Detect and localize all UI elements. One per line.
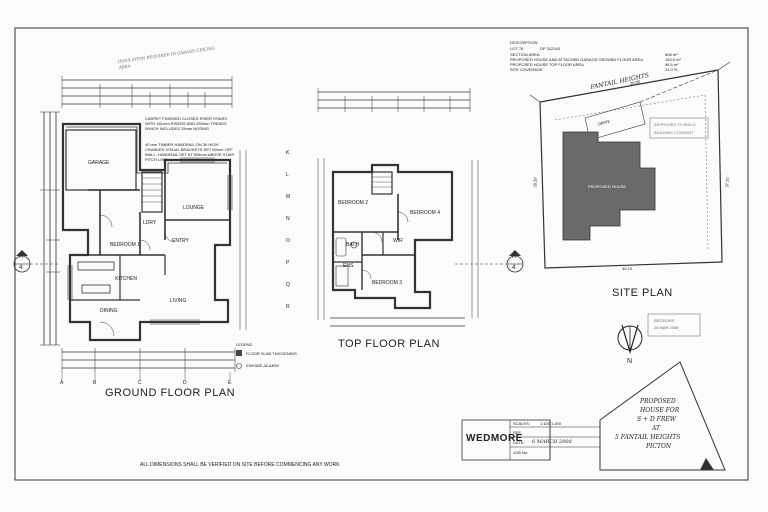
description-house-area: PROPOSED HOUSE AND ATTACHED GARAGE GROUN… [510, 57, 643, 62]
description-house-area-value: 154.0 m² [665, 57, 681, 62]
received-stamp-date: 26 MAR 2008 [654, 325, 679, 330]
received-stamp: RECEIVED [654, 318, 675, 323]
scales-value: 1:100 1:200 [540, 421, 562, 426]
description-lot: LOT 76 [510, 46, 524, 51]
scales-label: SCALES: [513, 421, 530, 426]
title-block-frame [461, 361, 726, 471]
project-line-5: 5 FANTAIL HEIGHTS [615, 434, 681, 441]
project-line-2: HOUSE FOR [640, 407, 680, 414]
description-heading: DESCRIPTION [510, 40, 538, 45]
grid-letter-p: P [286, 260, 290, 266]
laundry-label: LDRY [143, 220, 157, 226]
grid-letter-q: Q [286, 282, 290, 288]
project-line-3: S + D FREW [637, 416, 676, 423]
date-label: DATE: [513, 440, 525, 445]
handrail-note: 40 mm TIMBER HANDRAIL ON 30 HIGH CRANKED… [145, 142, 235, 162]
lounge-label: LOUNGE [183, 205, 205, 211]
ground-floor-plan [13, 76, 247, 380]
description-section-area-value: 808 m² [665, 52, 678, 57]
legend-title: LEGEND [236, 342, 253, 347]
site-dim-left: 28.29 [532, 177, 538, 188]
description-top-area: PROPOSED HOUSE TOP FLOOR AREA [510, 62, 584, 67]
grid-letter-b: B [93, 380, 97, 386]
bedroom2-label: BEDROOM 2 [338, 200, 369, 206]
grid-letter-r: R [286, 304, 290, 310]
description-coverage: SITE COVERAGE [510, 67, 543, 72]
ens-label: ENS [343, 263, 354, 269]
description-dp: DP 312343 [540, 46, 560, 51]
section-marker-a-left: A [19, 254, 24, 260]
legend-smoke-alarm: SMOKE ALARM [246, 363, 279, 368]
garage-label: GARAGE [88, 160, 110, 166]
section-marker-4-right: 4 [512, 265, 516, 271]
description-section-area: SECTION AREA [510, 52, 540, 57]
section-marker-4-left: 4 [19, 265, 23, 271]
site-dim-bottom: 30.19 [622, 266, 633, 271]
grid-letter-m: M [286, 194, 291, 200]
building-consent-stamp: BUILDING CONSENT [654, 130, 694, 135]
north-arrow [617, 324, 643, 355]
description-coverage-value: 24.0 % [665, 67, 678, 72]
grid-letter-k: K [286, 150, 290, 156]
north-label: N [627, 358, 633, 365]
sheet-border [14, 27, 749, 481]
stair-note: CARPET FINISHED CLOSED RISER STAIRS WITH… [145, 116, 228, 131]
section-marker-a-right: A [512, 254, 517, 260]
grid-letter-o: O [286, 238, 290, 244]
approved-stamp: APPROVED TO BUILD [654, 122, 696, 127]
top-floor-plan [317, 88, 524, 327]
grid-letter-d: D [183, 380, 187, 386]
wir-label: WIR [393, 238, 403, 244]
legend-floor-slab: FLOOR SLAB THICKENING [246, 351, 297, 356]
bedroom4-label: BEDROOM 4 [410, 210, 441, 216]
grid-letter-c: C [138, 380, 142, 386]
grid-letter-a: A [60, 380, 64, 386]
footer-note: ALL DIMENSIONS SHALL BE VERIFIED ON SITE… [140, 462, 340, 468]
stamps [647, 117, 709, 337]
proposed-house-label: PROPOSED HOUSE [588, 184, 627, 189]
site-dim-right: 37.20 [724, 177, 730, 188]
dining-label: DINING [100, 308, 118, 314]
project-line-1: PROPOSED [640, 398, 676, 405]
ref-label: REF: [513, 430, 523, 435]
job-label: JOB No: [513, 450, 529, 455]
bedroom3-label: BEDROOM 3 [372, 280, 403, 286]
grid-letter-l: L [286, 172, 289, 178]
date-value: 6 MARCH 2008 [532, 439, 572, 445]
kitchen-label: KITCHEN [115, 276, 137, 282]
top-floor-plan-title: TOP FLOOR PLAN [338, 338, 440, 350]
firm-logo: WEDMORE [466, 433, 523, 444]
entry-label: ENTRY [172, 238, 189, 244]
grid-letter-e: E [228, 380, 232, 386]
project-line-6: PICTON [646, 443, 672, 450]
living-label: LIVING [170, 298, 187, 304]
grid-letter-n: N [286, 216, 290, 222]
ground-floor-plan-title: GROUND FLOOR PLAN [105, 387, 236, 399]
project-line-4: AT [652, 425, 661, 432]
bedroom1-label: BEDROOM 1 [110, 242, 141, 248]
site-plan [529, 61, 731, 269]
bath-label: BATH [346, 242, 359, 248]
description-top-area-value: 96.5 m² [665, 62, 679, 67]
site-plan-title: SITE PLAN [612, 287, 673, 299]
